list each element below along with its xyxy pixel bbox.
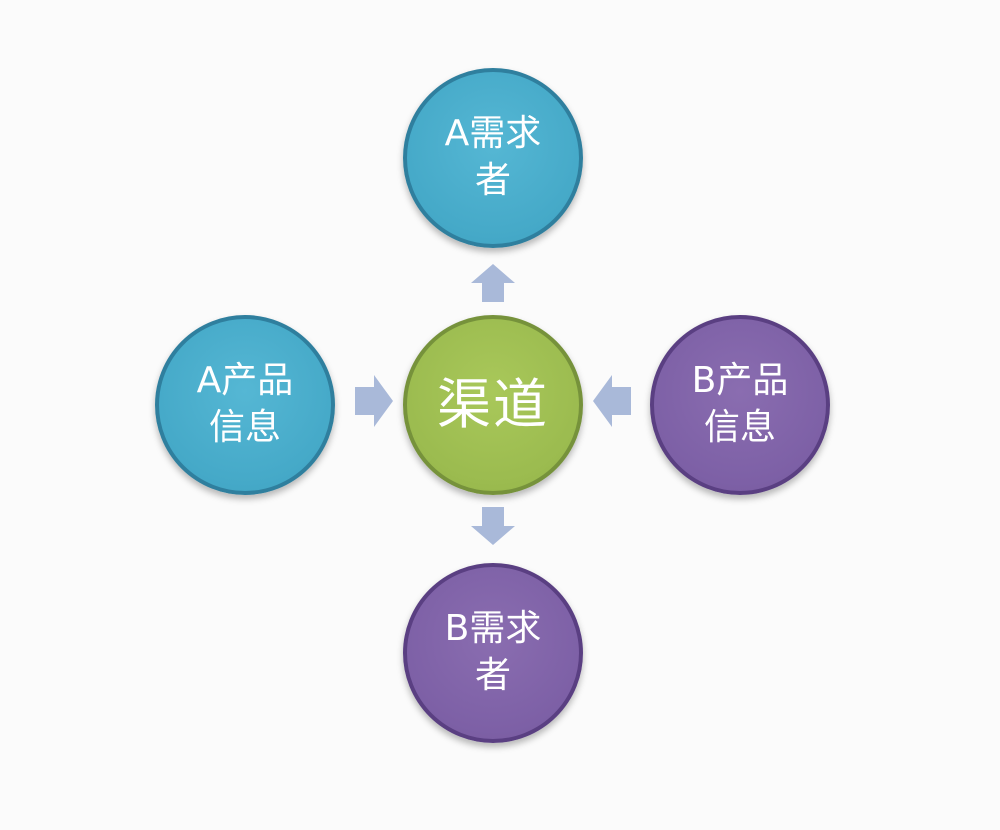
- node-b-demander: B需求者: [403, 563, 583, 743]
- node-b-product-info-label: B产品信息: [691, 360, 789, 448]
- node-a-demander-label: A需求者: [444, 113, 542, 201]
- node-a-product-info: A产品信息: [155, 315, 335, 495]
- arrow-down-icon: [471, 507, 515, 545]
- node-b-product-info: B产品信息: [650, 315, 830, 495]
- node-b-demander-label: B需求者: [444, 608, 542, 696]
- arrow-right-icon: [355, 375, 393, 427]
- arrow-up-icon: [471, 264, 515, 302]
- arrow-left-icon: [593, 375, 631, 427]
- node-channel: 渠道: [403, 315, 583, 495]
- node-a-demander: A需求者: [403, 68, 583, 248]
- node-a-product-info-label: A产品信息: [196, 360, 294, 448]
- node-channel-label: 渠道: [437, 372, 549, 436]
